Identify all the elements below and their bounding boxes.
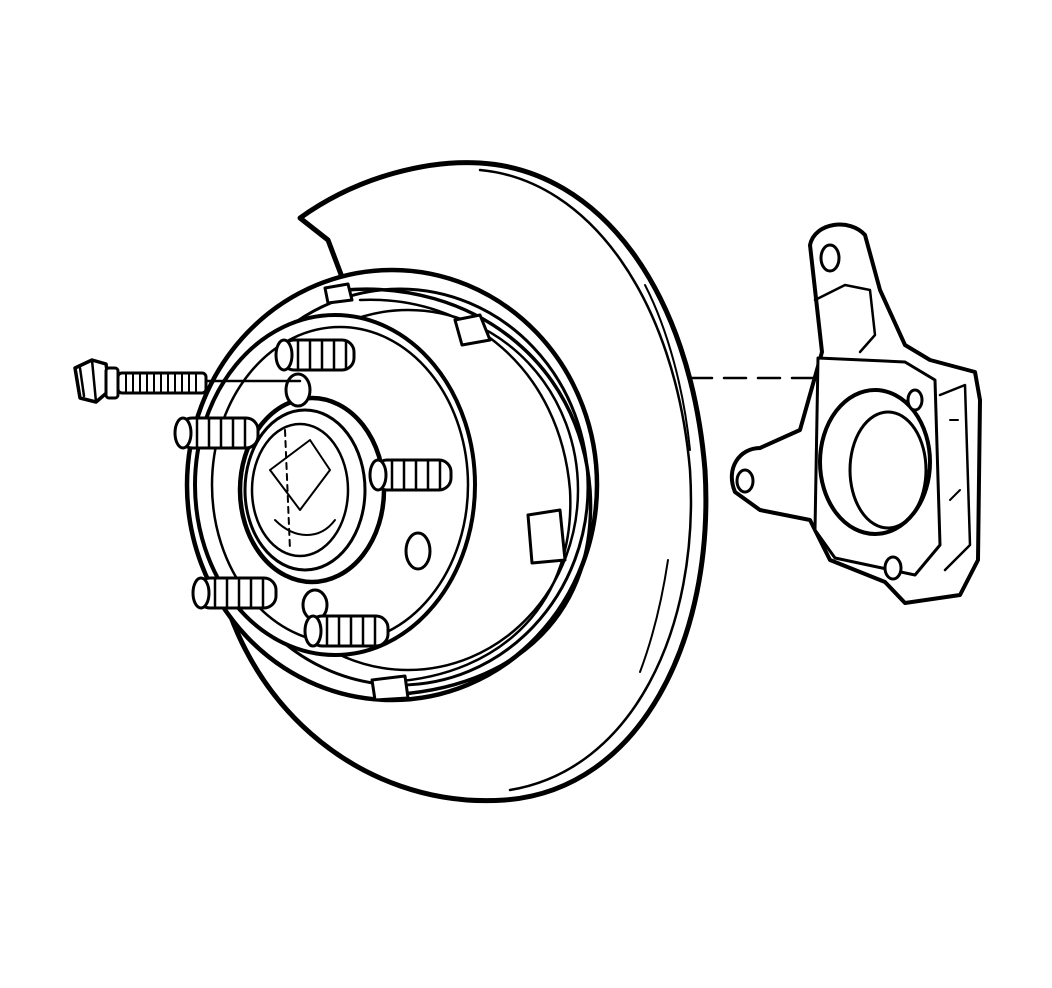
knuckle-icon <box>729 222 982 605</box>
stud-icon <box>274 338 356 372</box>
stud-icon <box>191 576 278 610</box>
stud-icon <box>368 458 453 492</box>
stud-icon <box>173 416 260 450</box>
stud-icon <box>303 614 390 648</box>
hub-bolt <box>73 358 302 404</box>
steering-knuckle <box>729 222 982 605</box>
bolt-icon <box>73 358 208 404</box>
wheel-studs <box>173 338 453 648</box>
